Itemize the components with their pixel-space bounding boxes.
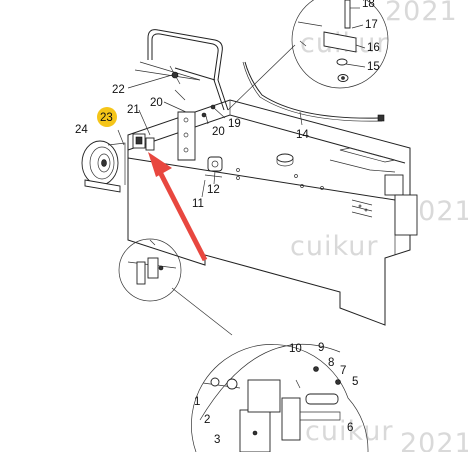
callout-8: 8 [328, 357, 334, 369]
watermark-year: 2021 [385, 0, 458, 27]
handle-rail [139, 29, 229, 111]
callout-14: 15 [367, 61, 380, 73]
junction-box [132, 133, 155, 151]
callout-2: 2 [204, 414, 210, 426]
callout-7: 7 [340, 365, 346, 377]
callout-24: 24 [75, 124, 88, 136]
watermark-year: 2021 [400, 428, 468, 452]
callout-9: 9 [318, 342, 324, 354]
callout-22: 22 [112, 84, 125, 96]
highlight-arrow [148, 152, 208, 262]
detail-circle-bottom [191, 343, 369, 452]
callout-12: 12 [207, 184, 220, 196]
hose-reel [81, 140, 126, 193]
callout-3: 3 [214, 434, 220, 446]
callout-15: 16 [367, 42, 380, 54]
callout-21: 21 [127, 104, 140, 116]
watermark-brand: cuikur [305, 416, 393, 447]
mounting-bracket [177, 104, 216, 161]
callout-19: 20 [212, 126, 225, 138]
hose [244, 61, 381, 119]
callout-23-highlighted: 23 [100, 112, 113, 124]
callout-5: 5 [352, 376, 358, 388]
callout-20: 20 [150, 97, 163, 109]
callout-16: 17 [365, 19, 378, 31]
callout-13: 14 [296, 129, 309, 141]
callout-10: 10 [289, 343, 302, 355]
watermark-brand: cuikur [290, 231, 378, 262]
leader-detail-bottom [171, 287, 233, 336]
leader-detail-top [227, 44, 296, 111]
detail-circle-top [291, 0, 389, 89]
callout-11: 11 [192, 198, 204, 210]
hose-fitting [377, 114, 385, 122]
tank-body [127, 99, 418, 326]
bolt-assembly [134, 65, 201, 101]
filter-detail-small [118, 238, 182, 302]
callout-6: 6 [347, 422, 353, 434]
callout-1: 1 [194, 396, 200, 408]
highlight-marker [97, 107, 117, 127]
callout-18: 19 [228, 118, 241, 130]
leader-lines [117, 7, 366, 198]
clamp [204, 156, 223, 178]
callout-17: 18 [362, 0, 375, 10]
hose-outline [242, 61, 383, 122]
